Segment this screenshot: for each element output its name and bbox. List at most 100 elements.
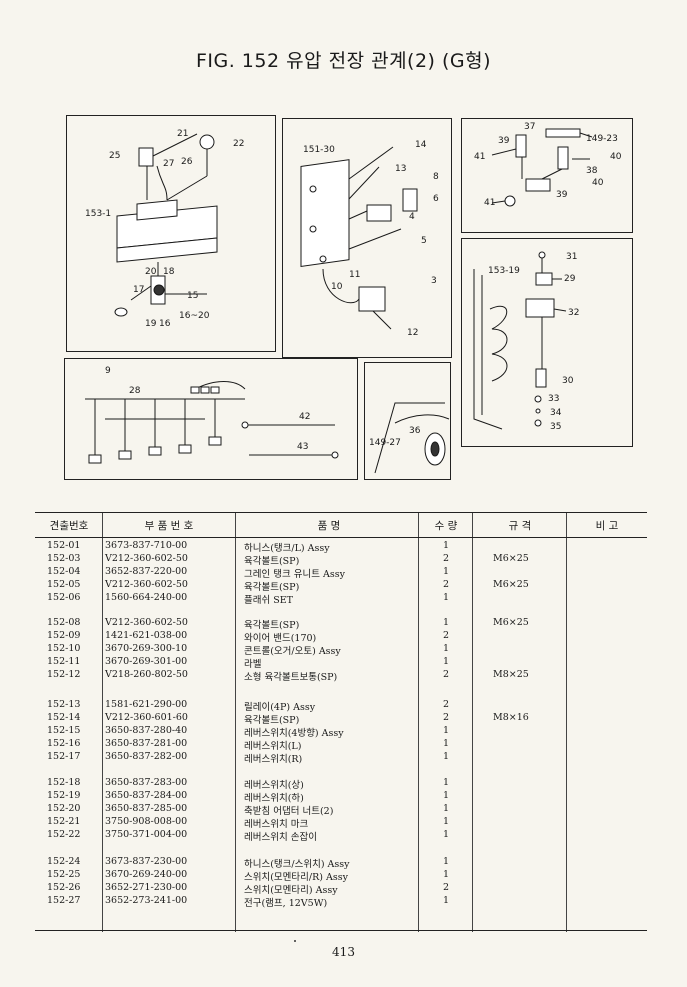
cell-no: 152-13	[47, 699, 81, 710]
label-28: 28	[129, 386, 141, 396]
header-part-no: 부 품 번 호	[144, 520, 194, 532]
page-title: FIG. 152 유압 전장 관계(2) (G형)	[195, 50, 492, 72]
label-22: 22	[233, 139, 244, 149]
label-16: 16	[159, 319, 171, 329]
cell-part-no: 3650-837-281-00	[105, 738, 188, 749]
cell-part-no: 3670-269-240-00	[105, 869, 188, 880]
cell-name: 레버스위치(4방향) Assy	[244, 728, 344, 739]
header-no: 견출번호	[49, 520, 89, 532]
cell-qty: 2	[442, 553, 450, 564]
cell-name: 스위치(모멘타리/R) Assy	[244, 872, 348, 883]
cell-part-no: 3650-837-282-00	[105, 751, 188, 762]
cell-no: 152-27	[47, 895, 81, 906]
cell-part-no: 3650-837-280-40	[105, 725, 188, 736]
cell-name: 육각볼트(SP)	[244, 556, 300, 567]
cell-no: 152-20	[47, 803, 81, 814]
switch-bracket-diagram: 37 149-23 39 41 40 38 40 41 39	[474, 122, 622, 208]
cell-name: 육각볼트(SP)	[244, 620, 300, 631]
cell-qty: 2	[442, 699, 450, 710]
cell-part-no: 1421-621-038-00	[105, 630, 188, 641]
label-11: 11	[349, 270, 360, 280]
cell-name: 릴레이(4P) Assy	[244, 702, 316, 713]
label-19: 19	[145, 319, 157, 329]
cell-qty: 2	[442, 630, 450, 641]
cell-name: 스위치(모멘타리) Assy	[244, 885, 338, 896]
cell-qty: 1	[442, 592, 450, 603]
cell-name: 레버스위치 마크	[244, 819, 309, 830]
label-39: 39	[498, 136, 510, 146]
label-10: 10	[331, 282, 343, 292]
cell-part-no: 3652-271-230-00	[105, 882, 188, 893]
header-spec: 규 격	[508, 520, 532, 532]
cell-name: 레버스위치(상)	[244, 780, 304, 791]
cell-part-no: 3673-837-230-00	[105, 856, 188, 867]
label-15: 15	[187, 291, 198, 301]
cell-no: 152-16	[47, 738, 81, 749]
cell-no: 152-03	[47, 553, 81, 564]
label-38: 38	[586, 166, 598, 176]
cell-no: 152-24	[47, 856, 81, 867]
label-30: 30	[562, 376, 574, 386]
label-37: 37	[524, 122, 535, 132]
cell-qty: 1	[442, 869, 450, 880]
label-27: 27	[163, 159, 174, 169]
cell-name: 축받침 어댑터 너트(2)	[244, 806, 334, 817]
cell-qty: 1	[442, 540, 450, 551]
cell-part-no: V212-360-602-50	[105, 617, 188, 628]
cell-part-no: 3670-269-300-10	[105, 643, 188, 654]
label-40-b: 40	[592, 178, 604, 188]
cell-qty: 2	[442, 882, 450, 893]
label-149-23: 149-23	[586, 134, 618, 144]
table-row: 152-20 3650-837-285-00 축받침 어댑터 너트(2) 1	[35, 803, 647, 817]
cell-no: 152-06	[47, 592, 81, 603]
cell-part-no: V212-360-602-50	[105, 553, 188, 564]
cell-name: 하니스(탱크/L) Assy	[244, 543, 330, 554]
cell-part-no: 1581-621-290-00	[105, 699, 188, 710]
cell-spec: M8×25	[493, 669, 529, 680]
label-17: 17	[133, 285, 144, 295]
cell-part-no: 3650-837-285-00	[105, 803, 188, 814]
cell-name: 레버스위치(L)	[244, 741, 302, 752]
cell-no: 152-05	[47, 579, 81, 590]
cell-qty: 1	[442, 829, 450, 840]
diagram-panel-wiring-harness: 9 28 42 43	[64, 358, 358, 480]
label-20: 20	[145, 267, 157, 277]
diagram-panel-relay: 151-30 14 13 8 6 4 5 11 10 3 12	[282, 118, 452, 358]
cell-part-no: V212-360-601-60	[105, 712, 188, 723]
cell-part-no: V212-360-602-50	[105, 579, 188, 590]
diagram-panel-lamp: 36 149-27	[364, 362, 451, 480]
label-4: 4	[409, 212, 415, 222]
cell-no: 152-21	[47, 816, 81, 827]
label-13: 13	[395, 164, 406, 174]
label-40: 40	[610, 152, 622, 162]
label-35: 35	[550, 422, 561, 432]
cell-qty: 1	[442, 617, 450, 628]
label-14: 14	[415, 140, 427, 150]
label-33: 33	[548, 394, 559, 404]
cell-no: 152-19	[47, 790, 81, 801]
label-36: 36	[409, 426, 421, 436]
cell-name: 육각볼트(SP)	[244, 715, 300, 726]
header-remark: 비 고	[595, 520, 619, 532]
label-3: 3	[431, 276, 437, 286]
cell-part-no: 3673-837-710-00	[105, 540, 188, 551]
cell-name: 하니스(탱크/스위치) Assy	[244, 859, 350, 870]
label-6: 6	[433, 194, 439, 204]
label-31: 31	[566, 252, 577, 262]
cell-qty: 1	[442, 803, 450, 814]
label-41-b: 41	[484, 198, 495, 208]
